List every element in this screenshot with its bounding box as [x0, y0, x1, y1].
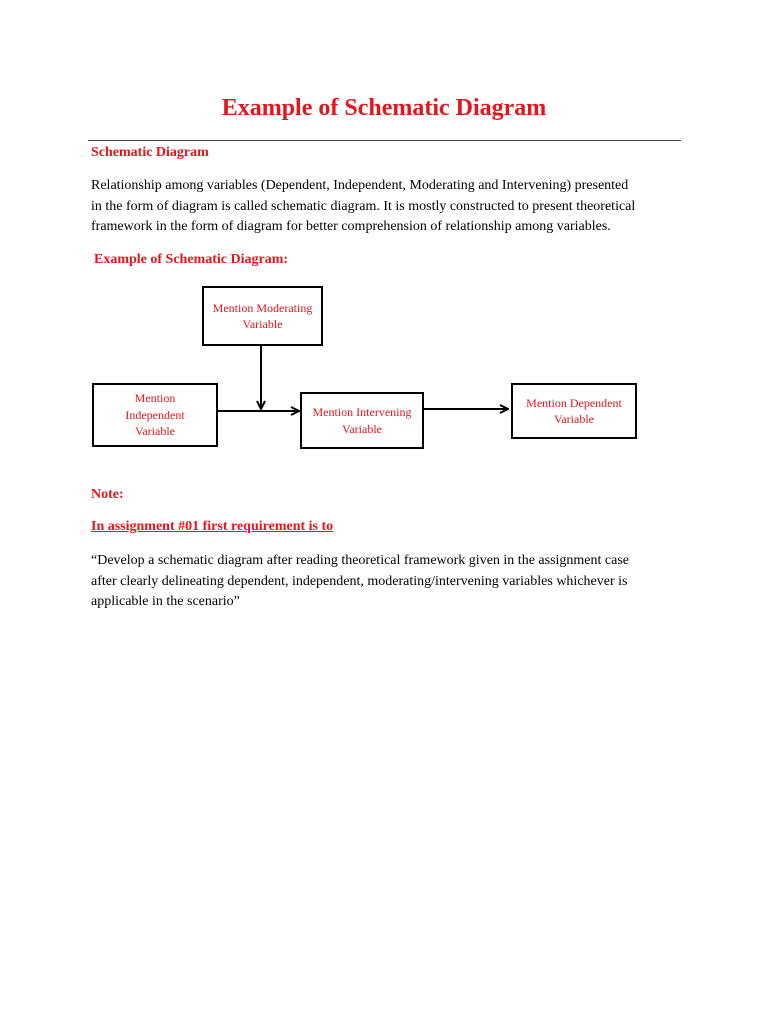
assignment-quote: “Develop a schematic diagram after readi… — [91, 553, 629, 609]
example-heading: Example of Schematic Diagram: — [94, 252, 289, 267]
intervening-variable-box: Mention Intervening Variable — [300, 392, 424, 449]
assignment-heading: In assignment #01 first requirement is t… — [91, 519, 334, 534]
page-title: Example of Schematic Diagram — [221, 95, 547, 121]
dependent-variable-box: Mention Dependent Variable — [511, 383, 637, 439]
moderating-variable-box: Mention Moderating Variable — [202, 286, 323, 346]
intro-paragraph: Relationship among variables (Dependent,… — [91, 178, 636, 234]
independent-variable-box: Mention Independent Variable — [92, 383, 218, 447]
title-divider — [88, 140, 681, 141]
note-label: Note: — [91, 487, 124, 502]
section-heading: Schematic Diagram — [91, 145, 209, 160]
